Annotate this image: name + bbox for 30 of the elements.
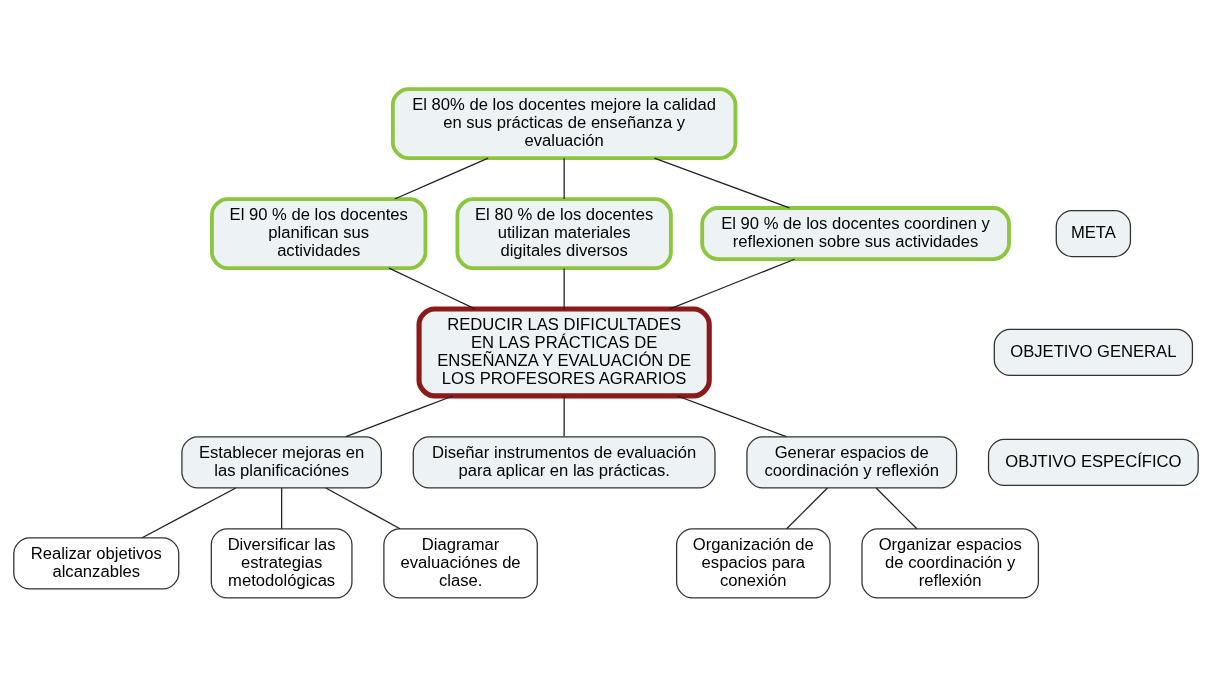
connector [653,157,791,209]
node-box: REDUCIR LAS DIFICULTADES EN LAS PRÁCTICAS DE ENSEÑANZA Y EVALUACIÓN DE LOS PROFESORES AGRARIOS [416,305,712,398]
node-box: Diseñar instrumentos de evaluación para aplicar en las prácticas. [412,435,716,489]
connector [345,394,454,437]
node-box: Diagramar evaluaciónes de clase. [383,527,538,599]
node-box: El 80 % de los docentes utilizan materiales digitales diversos [455,196,673,270]
connector [141,486,237,538]
connector [281,486,283,529]
connector [786,486,829,529]
connector [325,486,401,529]
connector [676,394,787,437]
node-box: Realizar objetivos alcanzables [13,536,180,590]
node-box: Diversificar las estrategias metodológicas [210,527,353,599]
connector [394,157,489,200]
connector [563,267,565,310]
connector [388,267,476,310]
node-box: El 90 % de los docentes coordinen y reflexionen sobre sus actividades [700,205,1011,261]
node-box: El 90 % de los docentes planifican sus actividades [210,196,428,270]
connector [563,157,565,200]
connector [563,395,565,437]
node-box: OBJETIVO GENERAL [993,328,1194,376]
connector [875,486,918,529]
node-box: Establecer mejoras en las planificaciónes [181,435,382,489]
node-box: El 80% de los docentes mejore la calidad en sus prácticas de enseñanza y evaluación [390,86,738,160]
node-box: Organización de espacios para conexión [676,527,831,599]
node-box: Generar espacios de coordinación y reflexión [746,435,958,489]
node-box: OBJTIVO ESPECÍFICO [987,438,1199,486]
node-box: META [1055,209,1132,257]
connector [669,258,796,310]
node-box: Organizar espacios de coordinación y reflexión [861,527,1040,599]
